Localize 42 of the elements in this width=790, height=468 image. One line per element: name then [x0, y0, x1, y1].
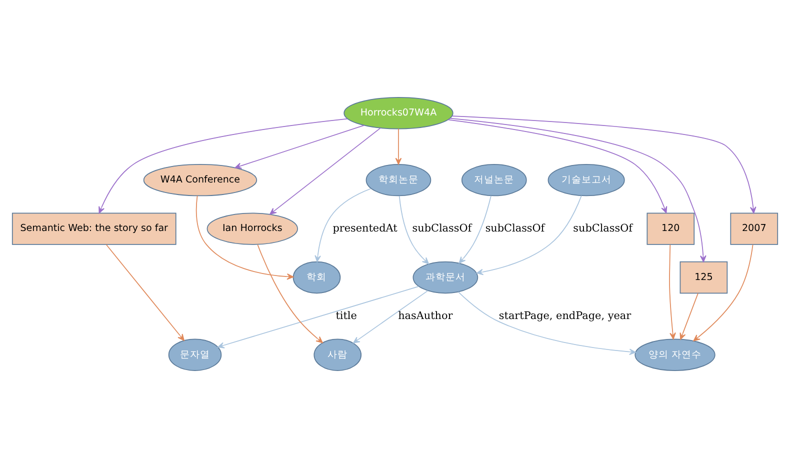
arrow	[314, 188, 372, 262]
arrow	[452, 116, 756, 214]
arrow	[270, 128, 381, 215]
arrow	[352, 290, 428, 344]
arrow	[476, 195, 582, 276]
node-ellipse: 양의 자연수	[634, 338, 716, 371]
node-ellipse: 학회논문	[366, 164, 432, 196]
node-ellipse: 저널논문	[461, 164, 527, 196]
arrow	[448, 119, 668, 214]
node-box: Semantic Web: the story so far	[12, 212, 176, 245]
arrow	[106, 244, 184, 341]
arrow	[218, 286, 420, 348]
arrow	[196, 195, 294, 280]
edge-label: startPage, endPage, year	[498, 310, 632, 322]
node-ellipse: 사람	[314, 338, 362, 371]
arrow	[234, 124, 365, 169]
edge-label: hasAuthor	[398, 310, 453, 322]
arrow	[98, 118, 348, 214]
edge-label: subClassOf	[485, 222, 545, 234]
node-ellipse: 과학문서	[412, 261, 478, 294]
edge-label: presentedAt	[332, 222, 398, 234]
node-ellipse: 기술보고서	[548, 164, 625, 196]
arrow	[458, 195, 492, 264]
node-ellipse: 학회	[292, 261, 341, 294]
arrow	[395, 128, 402, 165]
arrow	[458, 291, 636, 355]
node-ellipse: Ian Horrocks	[206, 212, 298, 245]
node-ellipse: W4A Conference	[143, 164, 258, 196]
node-box: 120	[646, 212, 695, 245]
node-box: 2007	[730, 212, 778, 245]
node-ellipse: Horrocks07W4A	[344, 97, 454, 130]
arrow	[669, 244, 676, 340]
edge-label: subClassOf	[412, 222, 472, 234]
edge-label: subClassOf	[573, 222, 633, 234]
node-box: 125	[680, 261, 728, 294]
arrow	[680, 292, 698, 340]
arrow	[257, 244, 323, 344]
node-ellipse: 문자열	[168, 338, 222, 371]
edge-label: title	[336, 310, 357, 322]
arrow	[450, 118, 706, 262]
arrow	[693, 244, 754, 342]
arrow	[398, 195, 430, 264]
